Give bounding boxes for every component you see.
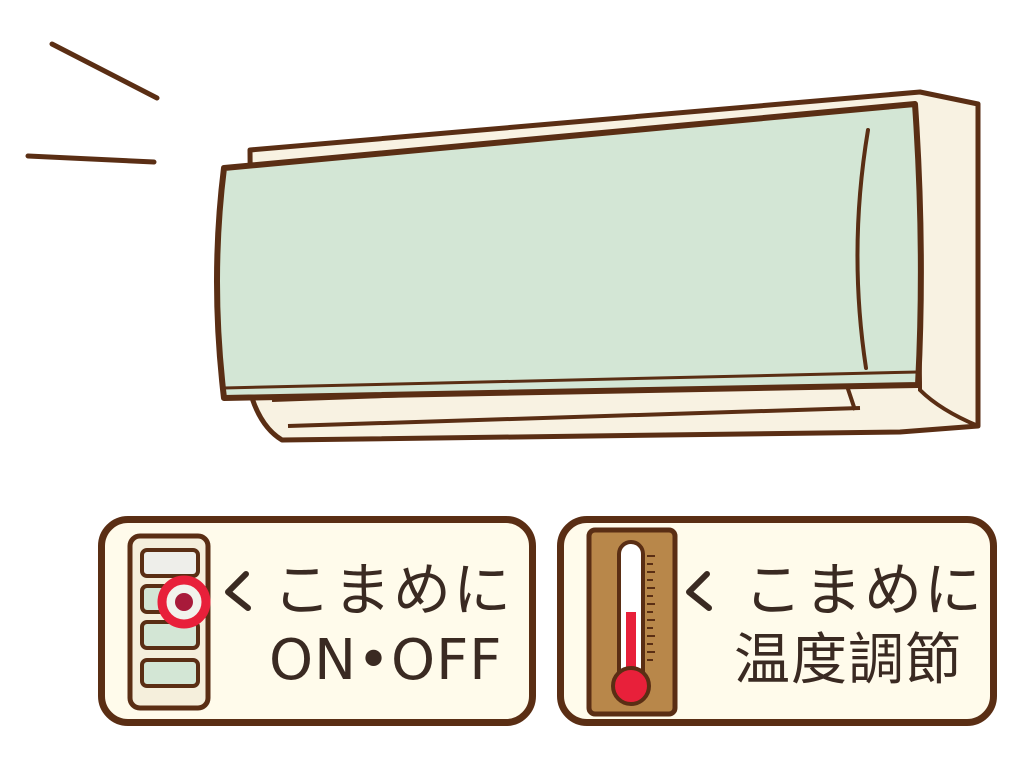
switch-panel-icon bbox=[127, 533, 251, 711]
switch-tip-line2: ON•OFF bbox=[269, 628, 503, 693]
ac-panel-curve bbox=[855, 128, 870, 370]
ac-vent-line bbox=[287, 406, 861, 428]
ac-panel-lip bbox=[223, 370, 919, 390]
switch-button bbox=[140, 548, 200, 578]
thermometer-scale bbox=[647, 555, 655, 661]
thermometer-bulb bbox=[611, 666, 651, 706]
pointer-chevron-icon bbox=[225, 571, 251, 611]
temperature-tip-line2: 温度調節 bbox=[734, 628, 962, 693]
thermometer-mercury bbox=[626, 612, 636, 692]
switch-button bbox=[140, 658, 200, 688]
temperature-tip-card: こまめに 温度調節 bbox=[557, 516, 997, 726]
temperature-tip-line1: こまめに bbox=[744, 556, 985, 624]
pointer-chevron-icon bbox=[686, 571, 712, 611]
thermometer-icon bbox=[586, 527, 712, 717]
switch-tip-card: こまめに ON•OFF bbox=[98, 516, 536, 726]
switch-tip-line1: こまめに bbox=[273, 556, 514, 624]
power-indicator-dot bbox=[175, 593, 193, 611]
motion-line bbox=[25, 153, 157, 165]
motion-line bbox=[49, 41, 160, 101]
ac-front-panel bbox=[214, 101, 924, 401]
